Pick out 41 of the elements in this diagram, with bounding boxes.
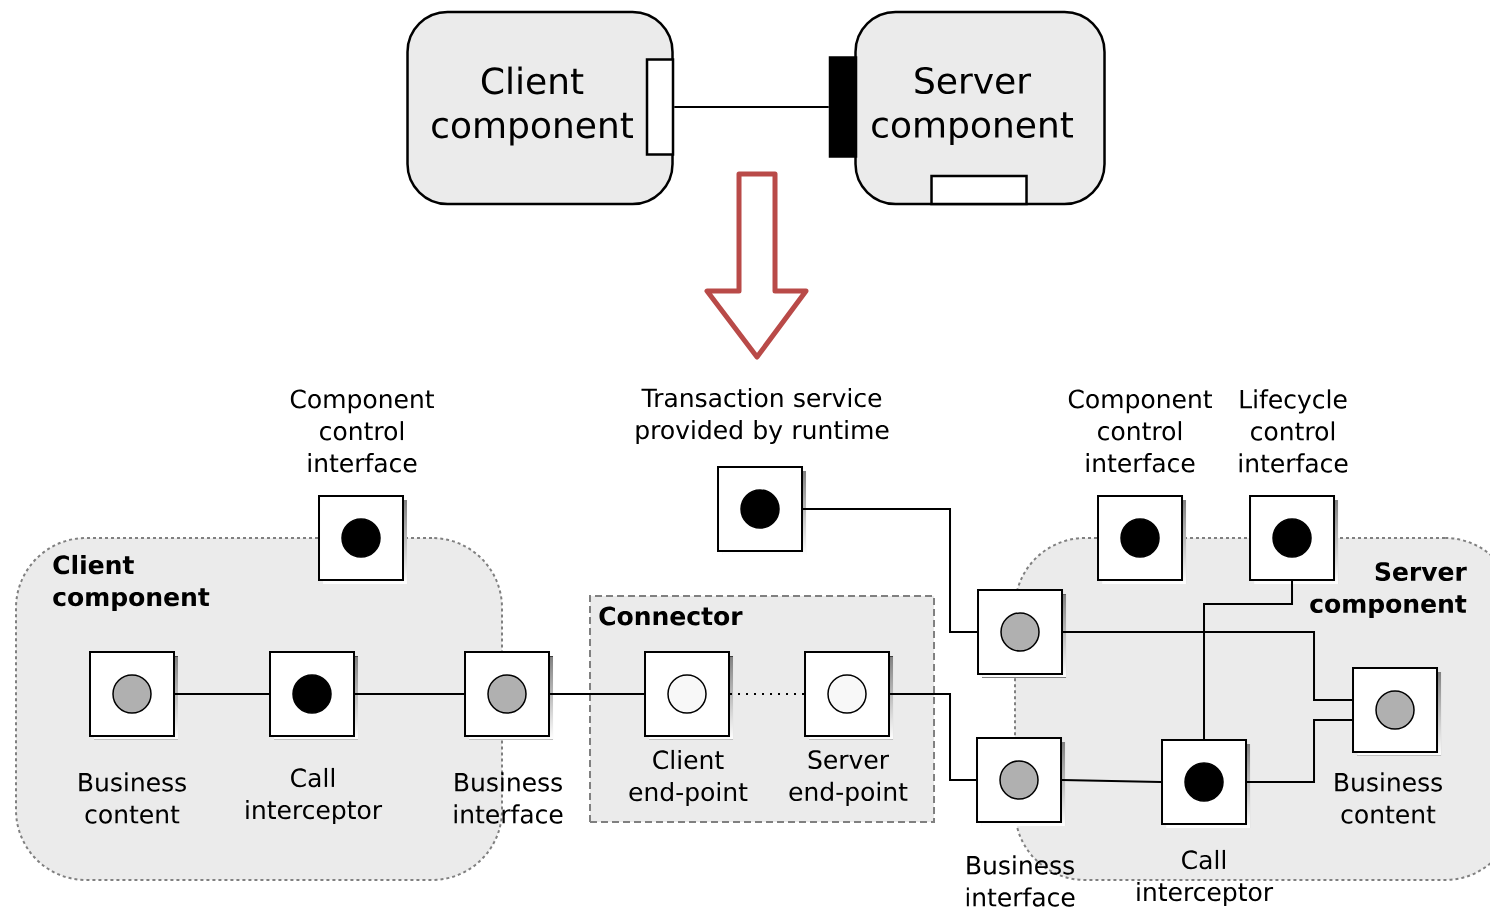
connector-line	[802, 508, 978, 633]
component-box: Client component	[406, 10, 674, 206]
node-label: Business content	[79, 772, 186, 824]
connector-line	[1062, 631, 1353, 701]
port-box	[645, 58, 675, 156]
connector-line	[354, 693, 465, 695]
node-label: Business interface	[966, 855, 1075, 907]
connector-line	[889, 693, 977, 781]
port-box	[828, 56, 858, 158]
node-label: Component control interface	[1068, 389, 1212, 473]
component-box: Server component	[854, 10, 1106, 206]
connector-line	[1203, 580, 1293, 740]
interface-box: Business interface	[966, 737, 1075, 907]
port-box	[930, 174, 1028, 206]
node-label: Business interface	[454, 772, 563, 824]
interface-box: Business interface	[454, 651, 563, 824]
interface-box: Component control interface	[1068, 389, 1212, 584]
connector-line	[1061, 779, 1162, 783]
connector-line	[673, 106, 830, 108]
node-label: Call interceptor	[246, 767, 383, 825]
connector-line	[174, 693, 270, 695]
interface-box: Transaction service provided by runtime	[636, 387, 889, 555]
interface-box	[977, 589, 1066, 678]
interface-box: Lifecycle control interface	[1239, 389, 1348, 584]
interface-box: Component control interface	[290, 389, 434, 584]
node-label: Component control interface	[290, 389, 434, 473]
interface-box: Client end-point	[629, 651, 748, 807]
connector-line	[1246, 719, 1353, 783]
interface-box: Business content	[1335, 667, 1442, 824]
node-label: Client end-point	[629, 749, 748, 807]
node-label: Server end-point	[789, 750, 908, 806]
interface-box: Call interceptor	[1137, 739, 1274, 907]
node-label: Business content	[1335, 772, 1442, 824]
connector-line	[729, 693, 805, 695]
node-label: Call interceptor	[1137, 849, 1274, 907]
node-label: Lifecycle control interface	[1239, 389, 1348, 473]
connector-line	[549, 693, 645, 695]
interface-box: Business content	[79, 651, 186, 824]
node-label: Transaction service provided by runtime	[636, 387, 889, 445]
interface-box: Call interceptor	[246, 651, 383, 825]
interface-box: Server end-point	[789, 651, 908, 806]
